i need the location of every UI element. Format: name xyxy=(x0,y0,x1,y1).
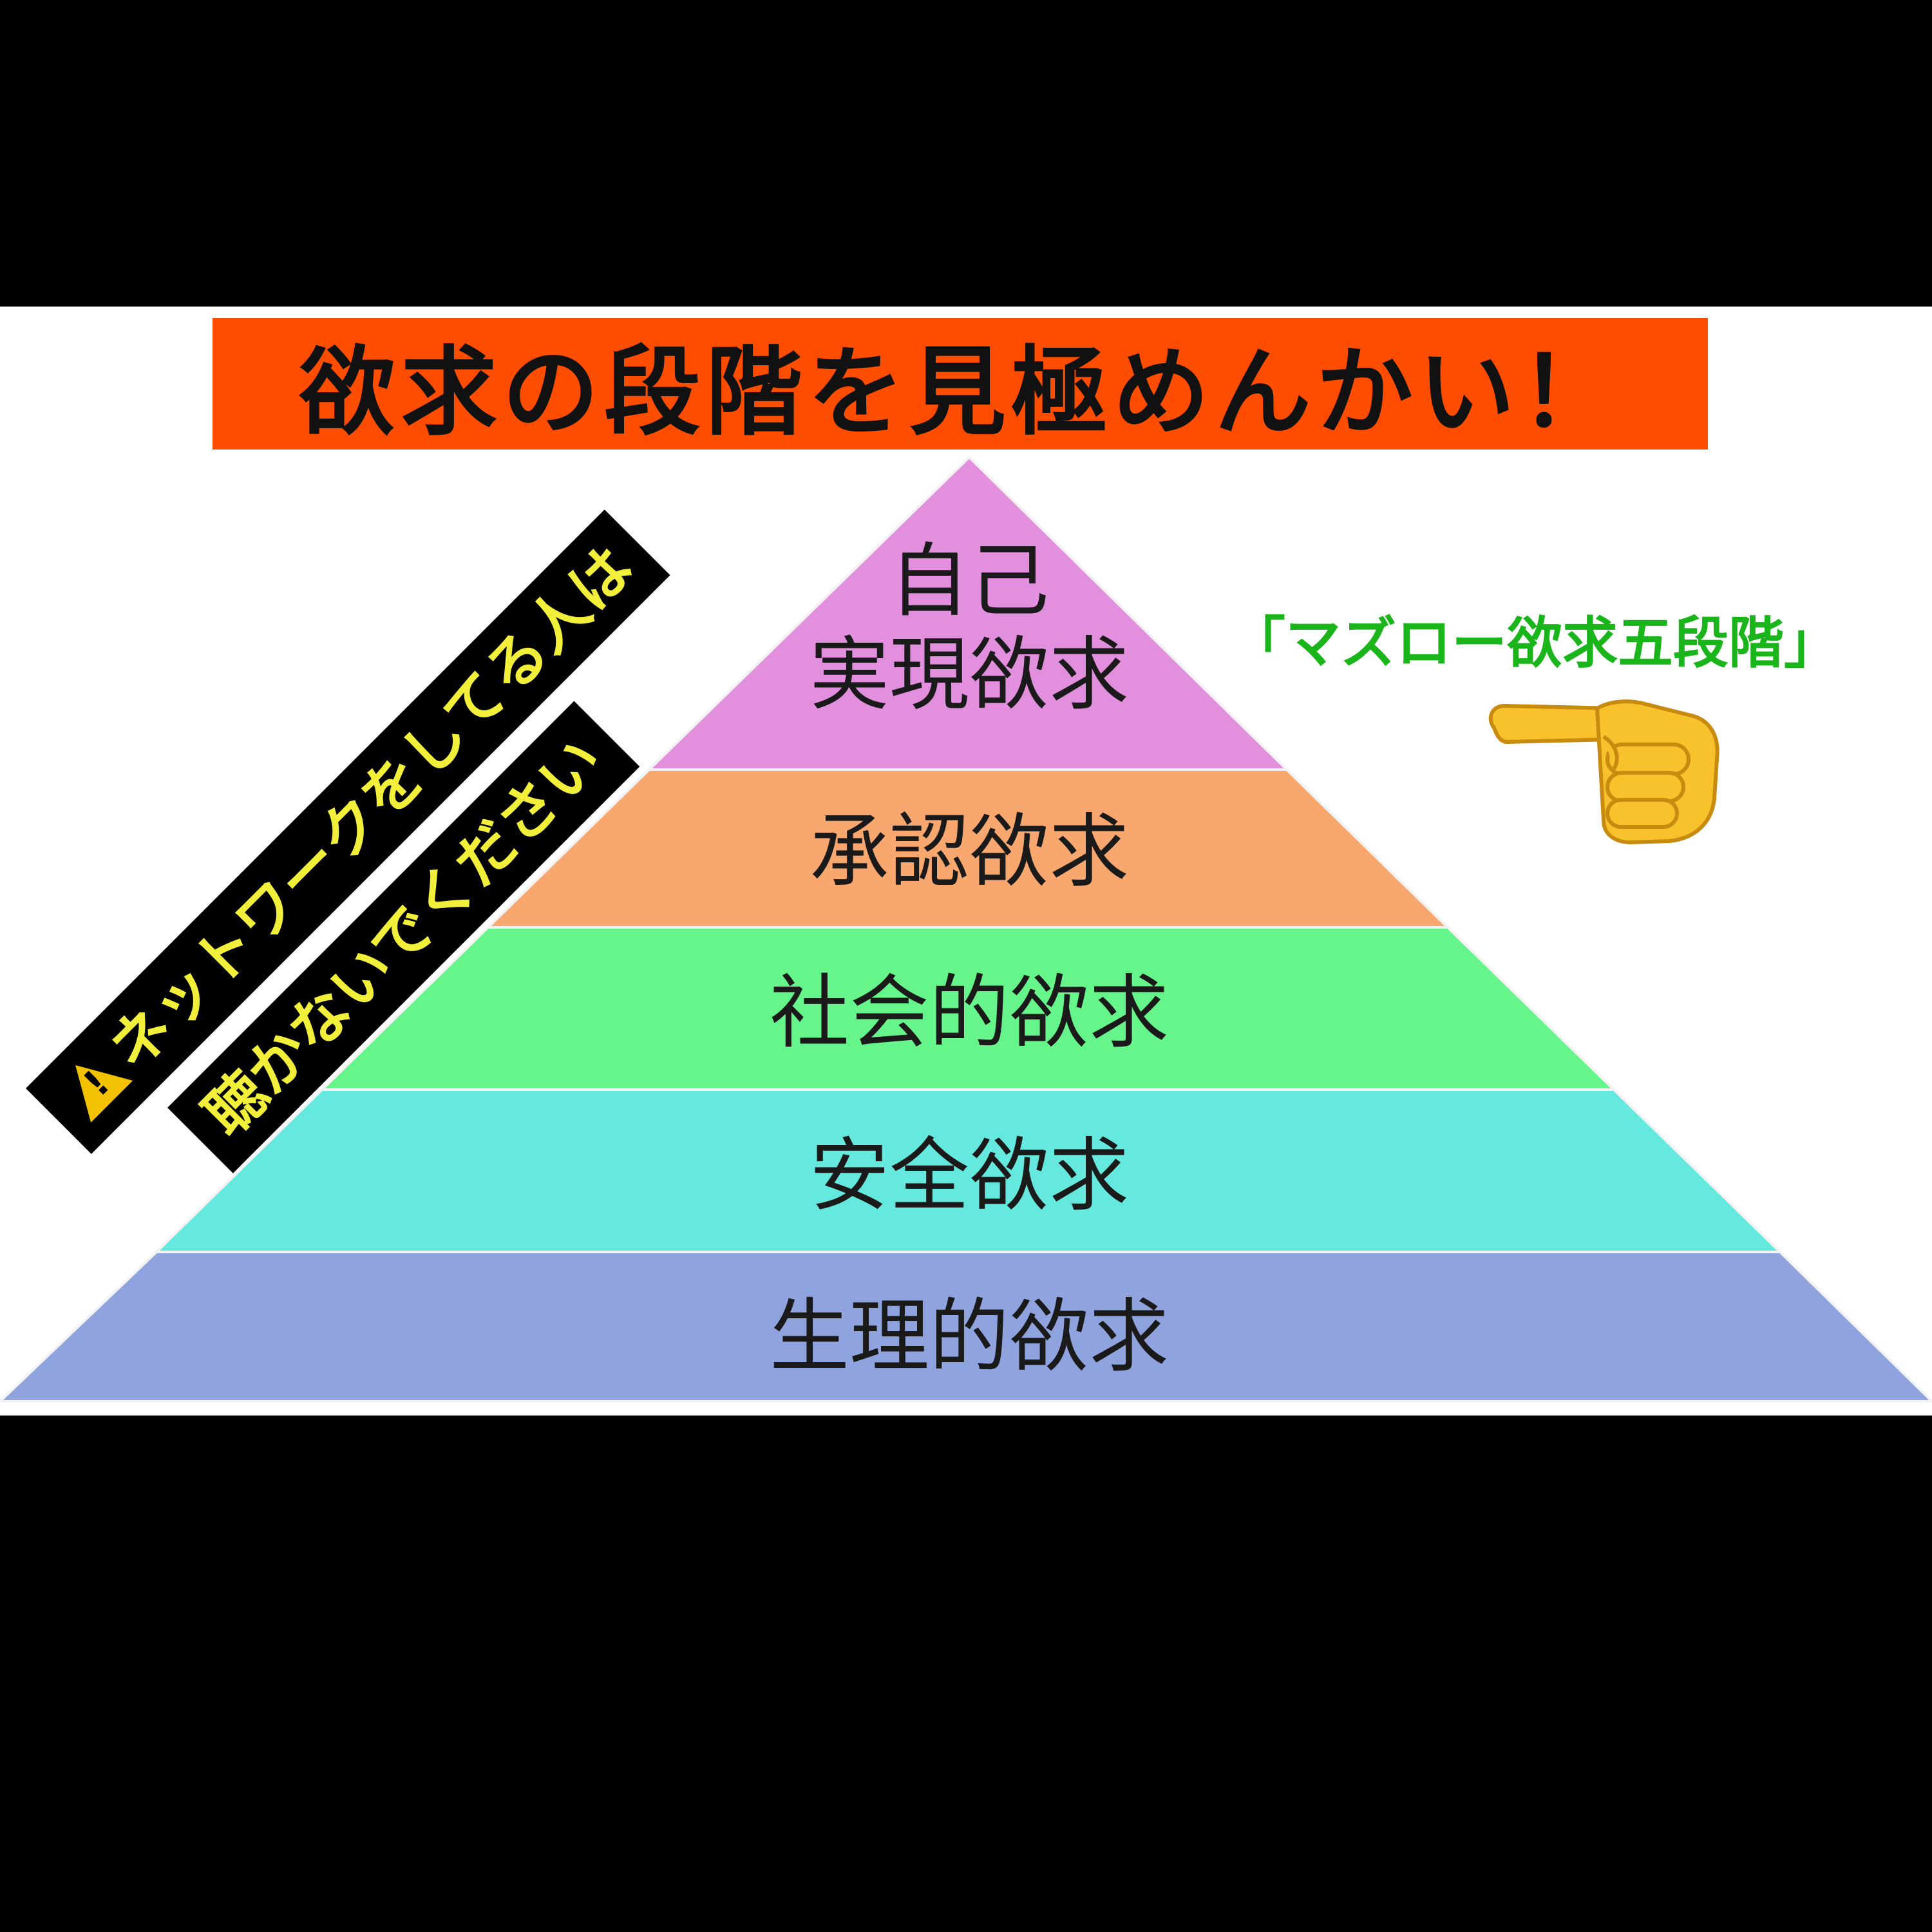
maslow-label: 「マズロー欲求五段階」 xyxy=(1230,611,1839,676)
page-title: 欲求の段階を見極めんかい！ xyxy=(298,336,1622,449)
tier-label-esteem: 承認欲求 xyxy=(810,806,1129,898)
pyramid-tier-physiological xyxy=(0,1251,1932,1403)
tier-label-safety: 安全欲求 xyxy=(810,1130,1129,1222)
title-banner: 欲求の段階を見極めんかい！ xyxy=(213,318,1708,450)
tier-label-physiological: 生理的欲求 xyxy=(770,1291,1169,1383)
tier-label-self-1: 自己 xyxy=(889,535,1049,628)
pointing-hand-icon xyxy=(1488,699,1719,844)
tier-label-self-2: 実現欲求 xyxy=(810,629,1129,721)
tier-label-social: 社会的欲求 xyxy=(770,967,1169,1059)
